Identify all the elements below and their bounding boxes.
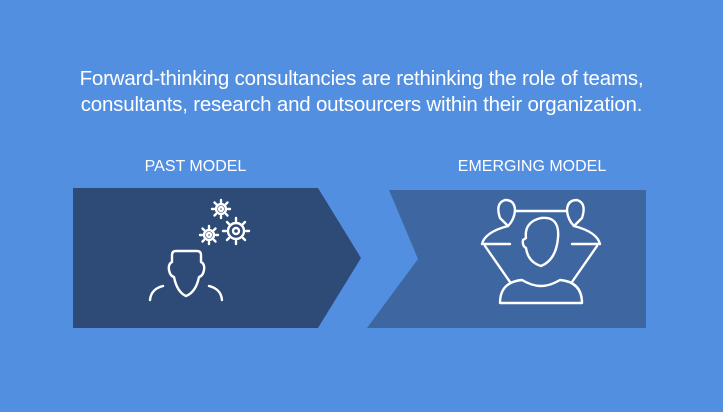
connected-team-icon	[480, 198, 602, 305]
past-model-label: PAST MODEL	[144, 158, 247, 175]
emerging-model-label: EMERGING MODEL	[457, 158, 607, 175]
gear-icon-small-top	[210, 198, 232, 220]
past-model-arrow	[73, 188, 361, 328]
headline: Forward-thinking consultancies are rethi…	[0, 66, 723, 118]
emerging-model-chevron	[367, 190, 646, 328]
gear-icon-small-left	[198, 224, 220, 246]
headline-line-2: consultants, research and outsourcers wi…	[80, 93, 643, 116]
headline-line-1: Forward-thinking consultancies are rethi…	[79, 67, 644, 90]
person-with-gears-icon	[148, 198, 251, 302]
gear-icon-large	[221, 216, 251, 246]
